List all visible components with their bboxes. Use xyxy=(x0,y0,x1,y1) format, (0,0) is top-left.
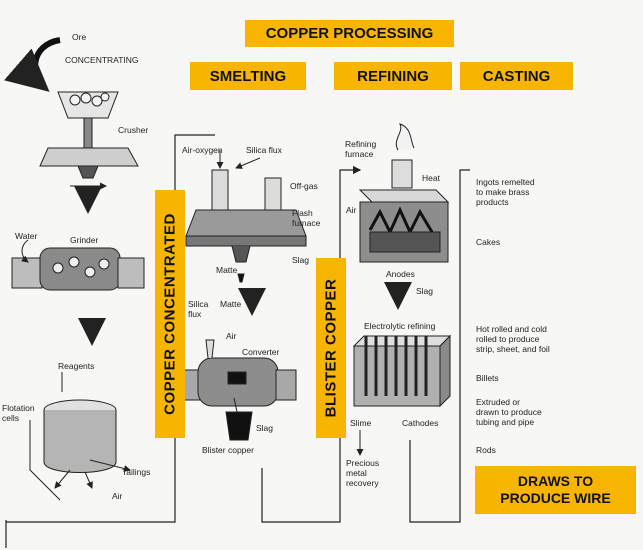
extruded-line-3: tubing and pipe xyxy=(476,416,535,427)
label-heat: Heat xyxy=(422,173,440,183)
billets-line-1: Billets xyxy=(476,373,499,383)
blister-copper-banner: BLISTER COPPER xyxy=(316,258,346,438)
label-silica-flux-top: Silica flux xyxy=(246,145,282,155)
copper-concentrated-text: COPPER CONCENTRATED xyxy=(161,213,179,415)
flash-furnace-drawing xyxy=(185,150,307,283)
casting-product-rolled: Hot rolled and cold rolled to produce st… xyxy=(476,324,550,354)
draws-wire-line-2: PRODUCE WIRE xyxy=(500,490,611,506)
blister-copper-text: BLISTER COPPER xyxy=(322,278,340,418)
copper-concentrated-banner: COPPER CONCENTRATED xyxy=(155,190,185,438)
label-precious-line-2: metal xyxy=(346,467,367,478)
label-air-flotation: Air xyxy=(112,491,123,501)
label-silica-flux-conv: Silica flux xyxy=(188,299,209,320)
label-precious-line-1: Precious xyxy=(346,458,380,468)
label-air-conv: Air xyxy=(226,331,237,341)
label-tailings: Tailings xyxy=(122,467,151,477)
stage-smelting-banner: SMELTING xyxy=(190,62,306,90)
label-crusher: Crusher xyxy=(118,125,149,135)
label-flotation-cells: Flotation cells xyxy=(2,403,35,424)
casting-product-extruded: Extruded or drawn to produce tubing and … xyxy=(476,397,542,427)
label-reagents: Reagents xyxy=(58,361,95,371)
ingots-line-1: Ingots remelted xyxy=(476,177,535,187)
label-refining-line-1: Refining xyxy=(345,139,377,149)
label-flash-furnace: Flash furnace xyxy=(292,208,321,229)
ingots-line-2: to make brass xyxy=(476,186,530,197)
label-precious-metal-recovery: Precious metal recovery xyxy=(346,458,380,488)
grinder-drawing xyxy=(11,239,145,291)
label-blister-copper-out: Blister copper xyxy=(202,445,254,455)
crusher-drawing xyxy=(39,91,139,190)
label-refining-line-2: furnace xyxy=(345,148,374,159)
label-off-gas: Off-gas xyxy=(290,181,318,191)
stage-refining-banner: REFINING xyxy=(334,62,452,90)
cakes-line-1: Cakes xyxy=(476,237,501,247)
casting-product-rods: Rods xyxy=(476,445,496,456)
label-slime: Slime xyxy=(350,418,372,428)
label-grinder: Grinder xyxy=(70,235,99,245)
label-silica-conv-line-1: Silica xyxy=(188,299,209,309)
rolled-line-2: rolled to produce xyxy=(476,333,540,344)
label-flash-line-2: furnace xyxy=(292,217,321,228)
label-flotation-line-2: cells xyxy=(2,412,20,423)
casting-product-ingots: Ingots remelted to make brass products xyxy=(476,177,535,207)
electrolytic-tank-drawing xyxy=(352,334,452,456)
rolled-line-1: Hot rolled and cold xyxy=(476,324,547,334)
label-water: Water xyxy=(15,231,38,241)
rods-line-1: Rods xyxy=(476,445,496,455)
label-slag-flash: Slag xyxy=(292,255,310,265)
draws-wire-line-1: DRAWS TO xyxy=(517,473,594,489)
label-ore: Ore xyxy=(72,32,87,42)
casting-product-cakes: Cakes xyxy=(476,237,501,248)
rolled-line-3: strip, sheet, and foil xyxy=(476,343,550,354)
converter-drawing xyxy=(179,339,297,441)
label-matte-flash: Matte xyxy=(216,265,238,275)
draws-wire-banner: DRAWS TO PRODUCE WIRE xyxy=(475,466,636,514)
title-banner: COPPER PROCESSING xyxy=(245,20,454,47)
casting-product-billets: Billets xyxy=(476,373,499,384)
ore-input-arrow xyxy=(4,37,61,92)
label-refining-furnace: Refining furnace xyxy=(345,139,377,160)
flotation-cells-drawing xyxy=(29,372,131,501)
label-anodes: Anodes xyxy=(386,269,415,279)
label-flash-line-1: Flash xyxy=(292,208,313,218)
label-matte-conv: Matte xyxy=(220,299,242,309)
label-cathodes: Cathodes xyxy=(402,418,439,428)
label-precious-line-3: recovery xyxy=(346,477,379,488)
ingots-line-3: products xyxy=(476,196,509,207)
label-flotation-line-1: Flotation xyxy=(2,403,35,413)
extruded-line-1: Extruded or xyxy=(476,397,520,407)
label-air-oxygen: Air-oxygen xyxy=(182,145,223,155)
label-concentrating: CONCENTRATING xyxy=(65,55,139,65)
stage-casting-banner: CASTING xyxy=(460,62,573,90)
label-slag-refining: Slag xyxy=(416,286,434,296)
label-air-refining: Air xyxy=(346,205,357,215)
refining-furnace-drawing xyxy=(358,123,450,263)
label-electrolytic-refining: Electrolytic refining xyxy=(364,321,436,331)
label-silica-conv-line-2: flux xyxy=(188,308,202,319)
label-converter: Converter xyxy=(242,347,280,357)
label-slag-conv: Slag xyxy=(256,423,274,433)
extruded-line-2: drawn to produce xyxy=(476,406,542,417)
